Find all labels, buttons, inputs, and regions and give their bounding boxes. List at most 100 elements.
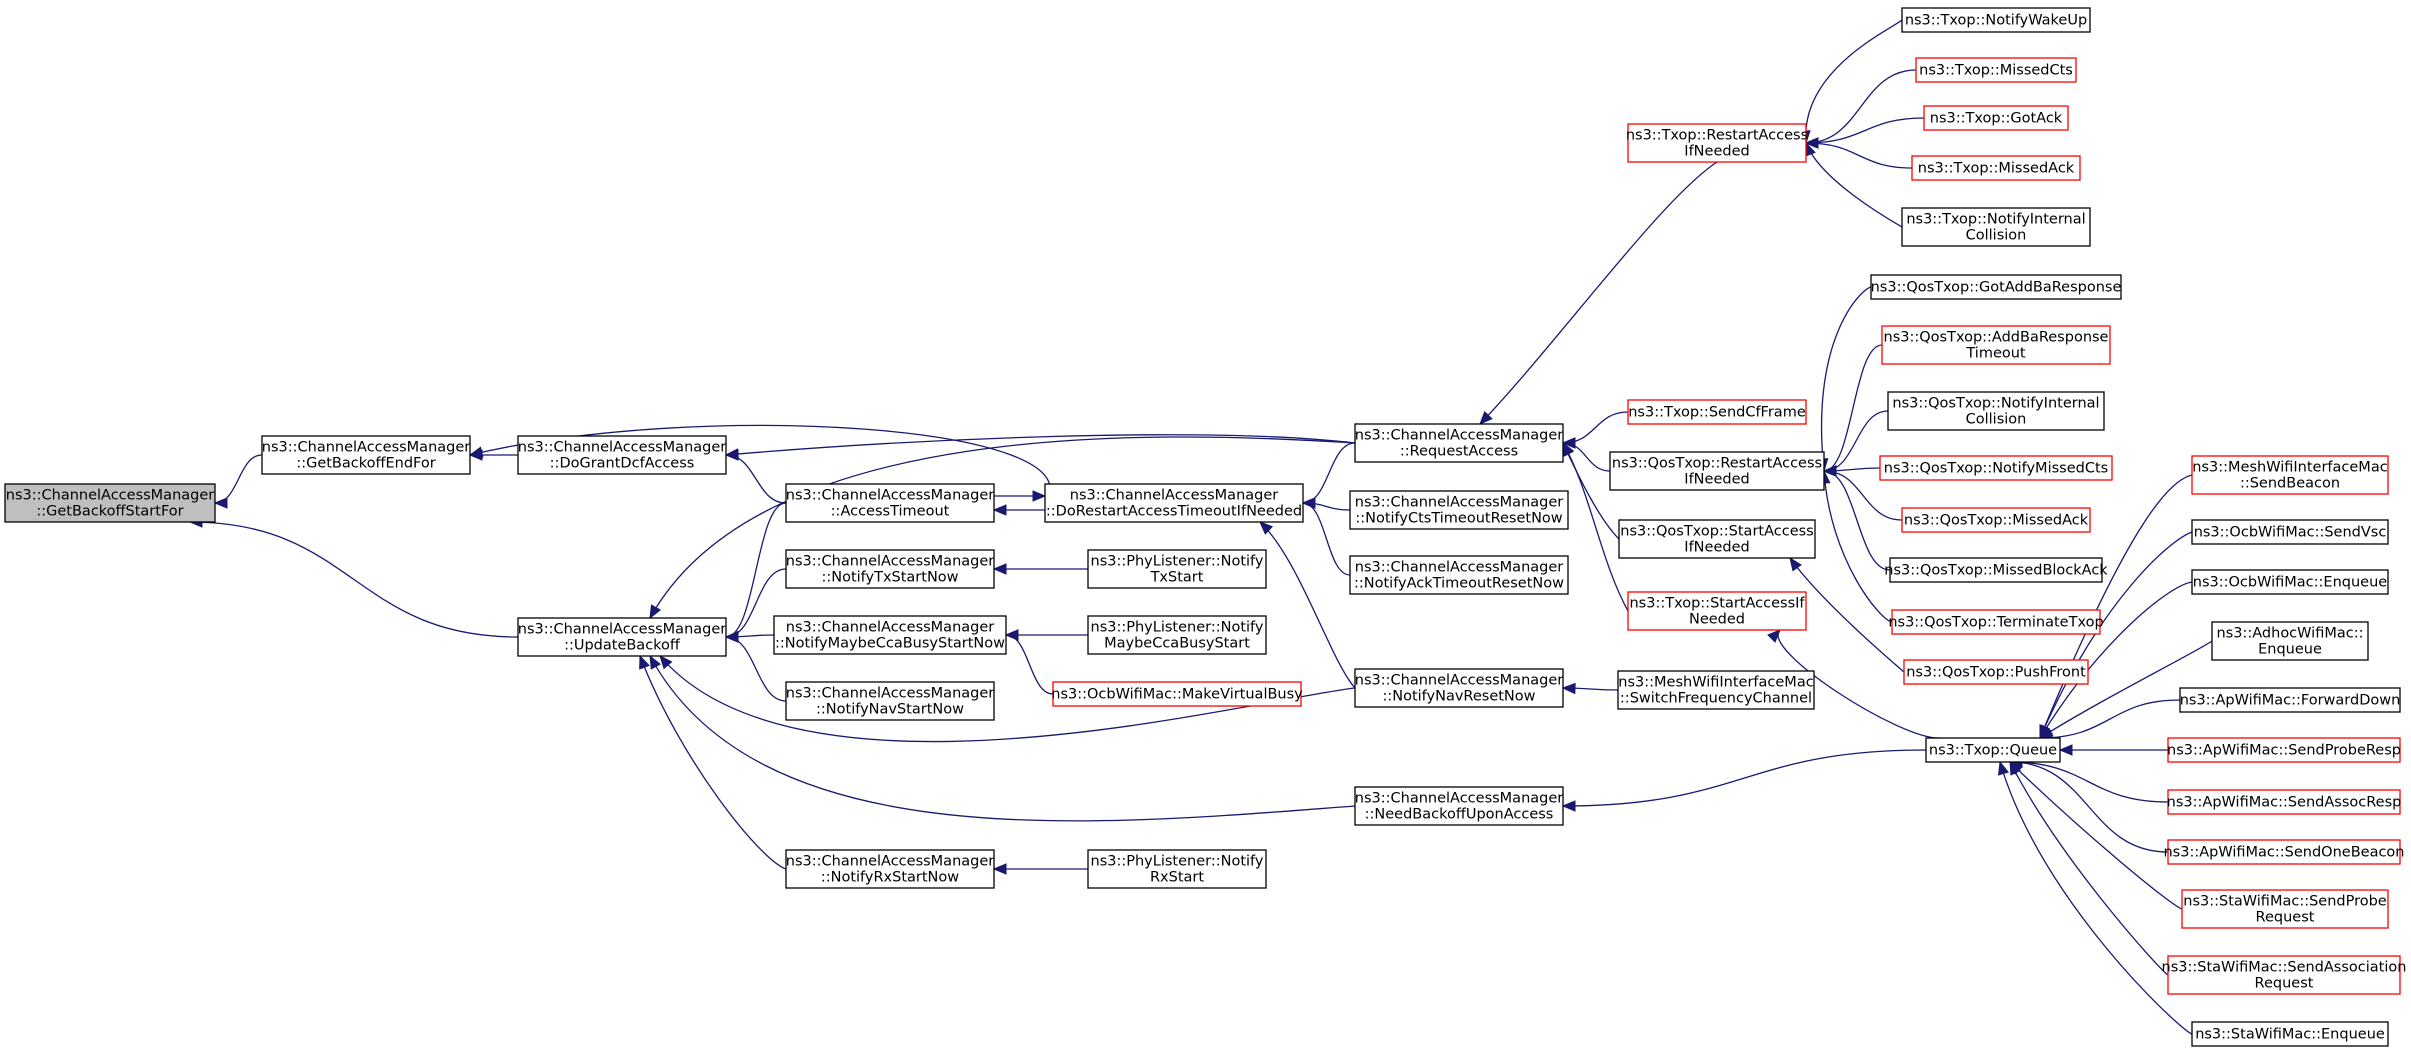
node-tma[interactable]: ns3::Txop::MissedAck <box>1911 155 2081 181</box>
node-box <box>2179 687 2401 713</box>
node-apfd[interactable]: ns3::ApWifiMac::ForwardDown <box>2179 687 2401 713</box>
node-apsar[interactable]: ns3::ApWifiMac::SendAssocResp <box>2167 789 2402 815</box>
node-plrx[interactable]: ns3::PhyListener::NotifyRxStart <box>1087 849 1267 889</box>
node-ocbe[interactable]: ns3::OcbWifiMac::Enqueue <box>2191 569 2389 595</box>
node-apsob[interactable]: ns3::ApWifiMac::SendOneBeacon <box>2163 839 2405 865</box>
node-label-line: ::NotifyAckTimeoutResetNow <box>1354 576 1564 592</box>
node-label-line: ns3::MeshWifiInterfaceMac <box>2192 460 2387 476</box>
node-ra[interactable]: ns3::ChannelAccessManager::RequestAccess <box>1354 423 1564 463</box>
node-dgdcf[interactable]: ns3::ChannelAccessManager::DoGrantDcfAcc… <box>517 435 727 475</box>
node-nrx[interactable]: ns3::ChannelAccessManager::NotifyRxStart… <box>785 849 995 889</box>
edge-plrx-to-nrx <box>992 863 1088 875</box>
node-label-line: ns3::OcbWifiMac::Enqueue <box>2193 575 2388 591</box>
node-box <box>1911 155 2081 181</box>
node-label-line: ns3::Txop::GotAck <box>1930 111 2063 127</box>
node-label-line: ::AccessTimeout <box>831 504 950 520</box>
node-at[interactable]: ns3::ChannelAccessManager::AccessTimeout <box>785 483 995 523</box>
node-qtt[interactable]: ns3::QosTxop::TerminateTxop <box>1888 609 2104 635</box>
node-label-line: ns3::StaWifiMac::Enqueue <box>2195 1027 2385 1043</box>
node-tmcts[interactable]: ns3::Txop::MissedCts <box>1915 57 2077 83</box>
node-box <box>1354 668 1564 708</box>
node-label-line: ns3::PhyListener::Notify <box>1091 554 1264 570</box>
edge-qmba-to-qra <box>1822 465 1891 571</box>
function-nodes: ns3::ChannelAccessManager::GetBackoffSta… <box>4 7 2407 1047</box>
node-box <box>1891 609 2101 635</box>
node-qnmc[interactable]: ns3::QosTxop::NotifyMissedCts <box>1879 455 2113 481</box>
node-gbef[interactable]: ns3::ChannelAccessManager::GetBackoffEnd… <box>261 435 471 475</box>
node-label-line: ns3::MeshWifiInterfaceMac <box>1618 675 1813 691</box>
node-box <box>1923 105 2069 131</box>
node-apspr[interactable]: ns3::ApWifiMac::SendProbeResp <box>2167 737 2401 763</box>
node-label-line: Needed <box>1689 612 1745 628</box>
node-box <box>1870 274 2122 300</box>
node-box <box>2167 839 2401 865</box>
node-box <box>1627 591 1807 631</box>
node-box <box>2167 737 2401 763</box>
edge-tsa-to-ra <box>1562 441 1629 612</box>
node-qma[interactable]: ns3::QosTxop::MissedAck <box>1901 507 2091 533</box>
node-box <box>1879 455 2113 481</box>
node-nnav[interactable]: ns3::ChannelAccessManager::NotifyNavStar… <box>785 681 995 721</box>
node-plcca[interactable]: ns3::PhyListener::NotifyMaybeCcaBusyStar… <box>1087 615 1267 655</box>
node-box <box>785 549 995 589</box>
node-label-line: ::NeedBackoffUponAccess <box>1365 807 1554 823</box>
node-qpf[interactable]: ns3::QosTxop::PushFront <box>1903 659 2089 685</box>
node-nnavr[interactable]: ns3::ChannelAccessManager::NotifyNavRese… <box>1354 668 1564 708</box>
node-ocbsv[interactable]: ns3::OcbWifiMac::SendVsc <box>2191 519 2389 545</box>
node-box <box>1627 123 1807 163</box>
node-box <box>517 617 727 657</box>
node-box <box>261 435 471 475</box>
node-tq[interactable]: ns3::Txop::Queue <box>1925 737 2061 763</box>
node-label-line: Enqueue <box>2258 642 2322 658</box>
node-label-line: ns3::ChannelAccessManager <box>518 440 727 456</box>
node-label-line: ns3::QosTxop::MissedAck <box>1904 513 2089 529</box>
node-nbua[interactable]: ns3::ChannelAccessManager::NeedBackoffUp… <box>1354 786 1564 826</box>
node-box <box>773 615 1007 655</box>
node-label-line: ns3::QosTxop::StartAccess <box>1620 524 1813 540</box>
node-pltx[interactable]: ns3::PhyListener::NotifyTxStart <box>1087 549 1267 589</box>
node-qmba[interactable]: ns3::QosTxop::MissedBlockAck <box>1884 557 2108 583</box>
node-box <box>1052 681 1302 707</box>
node-ncts[interactable]: ns3::ChannelAccessManager::NotifyCtsTime… <box>1349 490 1569 530</box>
node-label-line: ns3::Txop::MissedAck <box>1918 161 2075 177</box>
node-label-line: IfNeeded <box>1684 540 1749 556</box>
node-label-line: ns3::ChannelAccessManager <box>786 620 995 636</box>
node-box <box>2191 569 2389 595</box>
node-nack[interactable]: ns3::ChannelAccessManager::NotifyAckTime… <box>1349 555 1569 595</box>
node-box <box>1889 557 2103 583</box>
node-stae[interactable]: ns3::StaWifiMac::Enqueue <box>2191 1021 2389 1047</box>
node-label-line: ::NotifyCtsTimeoutResetNow <box>1355 511 1562 527</box>
node-ntx[interactable]: ns3::ChannelAccessManager::NotifyTxStart… <box>785 549 995 589</box>
node-ncca[interactable]: ns3::ChannelAccessManager::NotifyMaybeCc… <box>773 615 1007 655</box>
node-tnwu[interactable]: ns3::Txop::NotifyWakeUp <box>1901 7 2091 33</box>
node-label-line: RxStart <box>1150 870 1204 886</box>
node-label-line: ::SwitchFrequencyChannel <box>1620 691 1812 707</box>
node-qgab[interactable]: ns3::QosTxop::GotAddBaResponse <box>1870 274 2122 300</box>
node-box <box>1881 325 2111 365</box>
node-ahe[interactable]: ns3::AdhocWifiMac::Enqueue <box>2211 621 2369 661</box>
edge-nrx-to-ub <box>639 654 787 870</box>
node-label-line: ns3::ApWifiMac::ForwardDown <box>2180 693 2401 709</box>
node-tga[interactable]: ns3::Txop::GotAck <box>1923 105 2069 131</box>
edge-at-to-dra <box>994 490 1047 502</box>
node-label-line: ns3::ChannelAccessManager <box>262 440 471 456</box>
node-label-line: ns3::ChannelAccessManager <box>786 554 995 570</box>
node-dra[interactable]: ns3::ChannelAccessManager::DoRestartAcce… <box>1044 483 1304 523</box>
node-mwsfc[interactable]: ns3::MeshWifiInterfaceMac::SwitchFrequen… <box>1617 670 1815 710</box>
node-label-line: ns3::Txop::StartAccessIf <box>1629 596 1805 612</box>
node-box <box>1887 391 2105 431</box>
node-tscf[interactable]: ns3::Txop::SendCfFrame <box>1627 399 1807 425</box>
node-mwsb[interactable]: ns3::MeshWifiInterfaceMac::SendBeacon <box>2191 455 2389 495</box>
node-ub[interactable]: ns3::ChannelAccessManager::UpdateBackoff <box>517 617 727 657</box>
node-label-line: ns3::ChannelAccessManager <box>518 622 727 638</box>
node-ocbmvb[interactable]: ns3::OcbWifiMac::MakeVirtualBusy <box>1051 681 1303 707</box>
